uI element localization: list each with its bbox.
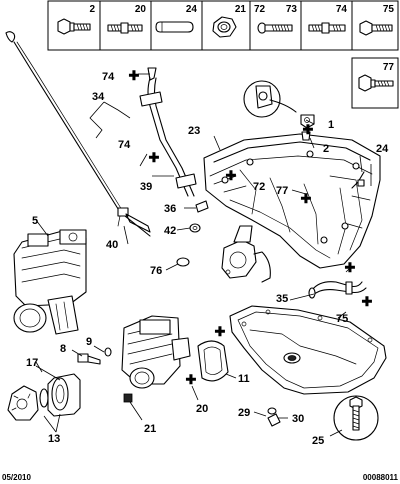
pan-bolt-detail-circle (333, 395, 379, 441)
svg-text:✚: ✚ (301, 191, 312, 206)
legend-number: 72 (254, 4, 266, 15)
legend-number: 75 (383, 4, 395, 15)
legend-cell-72-73: 72 73 (249, 0, 302, 51)
callout-34: 34 (92, 91, 105, 103)
dipstick (5, 31, 151, 237)
stud-icon (308, 22, 346, 34)
callout-2: 2 (323, 143, 329, 155)
callout-numbers: 1 2 5 8 9 11 13 17 20 21 23 24 25 29 30 … (26, 71, 389, 447)
egr-cooler-assembly (121, 315, 191, 389)
torque-marks: ✚ ✚ ✚ ✚ ✚ ✚ ✚ ✚ ✚ (129, 68, 373, 387)
legend-cell-2: 2 (47, 0, 101, 51)
legend-number: 2 (89, 4, 95, 15)
legend-number: 21 (235, 4, 247, 15)
callout-11: 11 (238, 373, 250, 385)
footer-reference: 00088011 (363, 473, 399, 482)
footer-date: 05/2010 (2, 473, 31, 482)
legend-number: 73 (286, 4, 298, 15)
callout-5: 5 (32, 215, 38, 227)
legend-cell-74: 74 (300, 0, 353, 51)
leader-lines (35, 73, 372, 437)
nut-icon (212, 16, 237, 38)
svg-text:✚: ✚ (186, 372, 197, 387)
callout-36: 36 (164, 203, 176, 215)
dowel-pin-icon (155, 21, 194, 33)
legend-cell-77: 77 (351, 57, 399, 109)
callout-39: 39 (140, 181, 152, 193)
dipstick-guide-tube (139, 67, 197, 197)
sensor-pin (195, 200, 209, 213)
legend-cell-24: 24 (150, 0, 203, 51)
callout-30: 30 (292, 413, 304, 425)
callout-75: 75 (336, 313, 348, 325)
callout-76: 76 (150, 265, 162, 277)
screw-icon (257, 22, 293, 34)
legend-number: 77 (383, 62, 395, 73)
sensor-detail-circle (243, 80, 297, 118)
stud-icon (107, 22, 143, 34)
plug (123, 393, 133, 403)
svg-text:✚: ✚ (345, 260, 356, 275)
svg-text:✚: ✚ (129, 68, 140, 83)
legend-cell-75: 75 (351, 0, 399, 51)
legend-number: 24 (186, 4, 198, 15)
gasket (197, 340, 229, 382)
oil-filter-seal (39, 388, 49, 408)
oil-filter-housing (13, 229, 87, 335)
flange-bolt-icon (358, 74, 394, 92)
dowel-detail (351, 171, 365, 189)
oil-level-sensor (117, 207, 151, 233)
callout-23: 23 (188, 125, 200, 137)
callout-42: 42 (164, 225, 176, 237)
o-ring (176, 257, 190, 267)
svg-text:✚: ✚ (303, 122, 314, 137)
legend-number: 20 (135, 4, 147, 15)
callout-21: 21 (144, 423, 156, 435)
legend-number: 74 (336, 4, 348, 15)
svg-text:✚: ✚ (362, 294, 373, 309)
callout-8: 8 (60, 343, 66, 355)
svg-text:✚: ✚ (215, 324, 226, 339)
callout-25: 25 (312, 435, 324, 447)
oil-pump (221, 225, 271, 283)
oil-filter-cartridge (47, 373, 81, 417)
callout-35: 35 (276, 293, 288, 305)
oil-pipe (308, 281, 367, 299)
drain-plug (267, 407, 281, 427)
callout-9: 9 (86, 336, 92, 348)
callout-74-upper: 74 (102, 71, 115, 83)
callout-77: 77 (276, 185, 288, 197)
callout-1: 1 (328, 119, 334, 131)
callout-13: 13 (48, 433, 60, 445)
seal-ring (104, 347, 112, 357)
callout-74-lower: 74 (118, 139, 131, 151)
callout-17: 17 (26, 357, 38, 369)
oil-filter-cap (7, 385, 39, 421)
svg-text:✚: ✚ (149, 150, 160, 165)
callout-24: 24 (376, 143, 389, 155)
lower-oil-pan (229, 305, 387, 395)
washer (189, 223, 201, 233)
banjo-bolt (77, 353, 101, 365)
legend-cell-21: 21 (201, 0, 251, 51)
callout-20: 20 (196, 403, 208, 415)
bolt-icon (359, 20, 393, 36)
callout-72: 72 (253, 181, 265, 193)
flange-bolt-icon (57, 18, 91, 35)
callout-40: 40 (106, 239, 118, 251)
bracket (300, 114, 315, 141)
upper-sump (203, 133, 381, 269)
svg-text:✚: ✚ (226, 168, 237, 183)
legend-cell-20: 20 (99, 0, 152, 51)
callout-29: 29 (238, 407, 250, 419)
